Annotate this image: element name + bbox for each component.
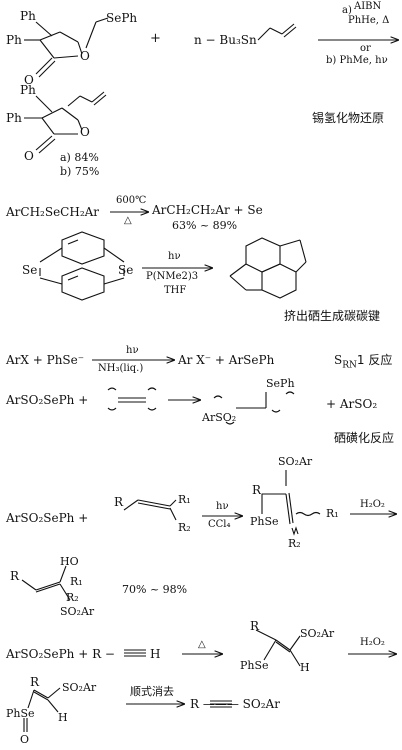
r8-s-r: R [30,675,40,689]
r5-product-seph: SePh [266,377,295,390]
r8-selenoxide-bonds [23,687,61,732]
r3-cyclophane [39,231,125,301]
r8-s-phse: PhSe [6,707,35,720]
r1-cond-a-label: a) [342,5,352,16]
r4-lhs: ArX + PhSe⁻ [6,353,85,367]
r1-product-o-carbonyl: O [24,149,34,163]
r1-o-ring: O [80,49,90,63]
r1-caption: 锡氢化物还原 [312,111,385,125]
r1-ph-left: Ph [6,33,22,47]
r2-yield: 63% ~ 89% [172,219,238,232]
r5-reactant: ArSO₂SePh + [6,393,89,407]
r6-q-ho: HO [60,555,79,568]
r6-p-r2: R₂ [288,537,301,550]
r1-yield-a: a) 84% [60,151,99,164]
r4-cond-top: hν [126,345,139,356]
r7-p-h: H [300,661,310,674]
r2-cond-bottom: △ [124,215,132,226]
r1-cond-or: or [360,43,371,54]
r6-p-r: R [252,483,262,497]
r6-p-r1: R₁ [326,507,339,520]
r1-o-carbonyl: O [24,73,34,87]
r7-product-bonds [255,629,301,667]
r8-s-h: H [58,711,68,724]
r8-product: R ——— SO₂Ar [190,697,280,711]
r8-s-so2ar: SO₂Ar [62,681,97,694]
r7-lhs: ArSO₂SePh + R − [6,647,115,661]
r3-caption: 挤出硒生成碳碳键 [284,309,381,323]
r1-plus: + [150,31,161,46]
r6-cond-bottom: CCl₄ [208,519,231,530]
r3-cond-2: P(NMe2)3 [146,271,199,282]
r7-h: H [150,647,161,661]
r1-cond-a-solvent: PhHe, Δ [348,15,390,26]
r1-product-ph-left: Ph [6,111,22,125]
r6-reactant: ArSO₂SePh + [6,511,89,525]
r3-cond-1: hν [168,251,181,262]
r4-srn1-label: SRN1 反应 [334,354,392,370]
r3-cond-3: THF [164,285,187,296]
r8-product-triple-bond [210,700,232,708]
r6-q-r2: R₂ [66,591,79,604]
r7-p-phse: PhSe [240,659,269,672]
r8-s-o: O [20,733,30,746]
r8-cond: 顺式消去 [130,685,174,698]
r5-byproduct: + ArSO₂ [326,397,378,411]
r3-se-left: Se [22,263,38,277]
r4-label-s: S [334,353,343,367]
r2-cond-top: 600℃ [116,195,147,206]
r2-product: ArCH₂CH₂Ar + Se [152,203,263,217]
r5-product-bonds [213,391,295,425]
r4-cond-bottom: NH₃(liq.) [98,363,144,374]
r7-oxidant: H₂O₂ [360,637,385,648]
r6-r: R [114,495,124,509]
r1-yield-b: b) 75% [60,165,100,178]
r2-reactant: ArCH₂SeCH₂Ar [6,205,100,219]
r3-product [229,237,307,299]
r1-product-ph-top: Ph [20,83,36,97]
r7-alkyne [124,649,146,657]
r1-seph: SePh [106,11,138,25]
r6-p-so2ar: SO₂Ar [278,455,313,468]
r5-caption: 硒磺化反应 [334,431,395,445]
r3-se-right: Se [118,263,134,277]
r6-p-phse: PhSe [250,515,279,528]
r6-q-r: R [10,569,20,583]
r4-label-tail: 1 反应 [356,353,393,367]
r1-cond-b: b) PhMe, hν [326,55,388,66]
r7-cond: △ [198,639,206,650]
r4-product: Ar X⁻ + ArSePh [178,353,275,367]
r4-label-sub: RN [342,360,357,371]
r6-allene [123,499,177,521]
r6-cond-top: hν [216,501,229,512]
r5-alkene [107,387,157,411]
r6-hydroxy-product-bonds [21,565,71,601]
r6-r2: R₂ [178,521,191,534]
r1-allyl-tail [257,23,297,41]
r6-q-so2ar: SO₂Ar [60,605,95,618]
r5-product-aso2: ArSO₂ [202,411,237,424]
r6-q-r1: R₁ [70,575,83,588]
r1-reagent: n − Bu₃Sn [194,33,257,47]
r6-product-bonds [261,470,321,536]
r6-r1: R₁ [178,493,191,506]
r1-reactant-bonds [24,17,109,78]
r1-cond-a-reagent: AIBN [354,1,382,12]
r6-yield: 70% ~ 98% [122,583,188,596]
r1-ph-top: Ph [20,9,36,23]
r6-oxidant: H₂O₂ [360,499,385,510]
r1-product-bonds [24,91,107,154]
r7-p-r: R [250,619,260,633]
r1-product-o-ring: O [80,125,90,139]
r7-p-so2ar: SO₂Ar [300,627,335,640]
